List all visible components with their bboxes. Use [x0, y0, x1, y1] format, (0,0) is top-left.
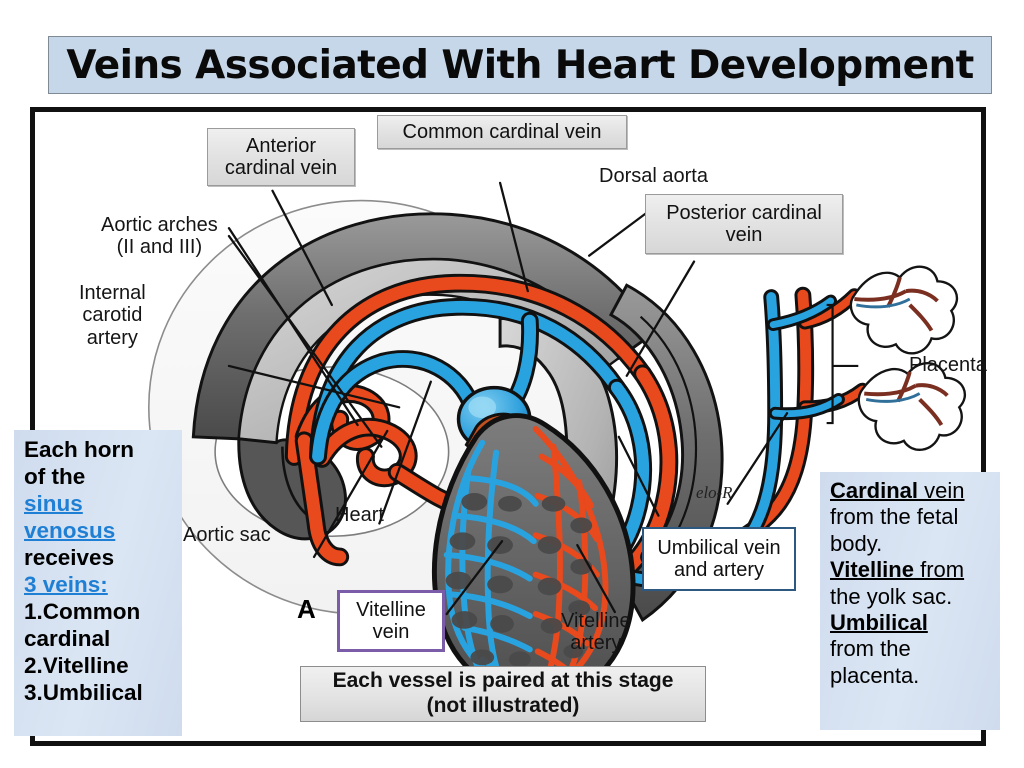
artist-signature: elo-R [696, 483, 732, 502]
note-right-line-4: Vitelline from [830, 557, 994, 583]
note-panel-left: Each horn of the sinus venosus receives … [14, 430, 182, 736]
note-right-line-7: from the [830, 636, 911, 662]
label-line: Aortic sac [183, 524, 271, 546]
label-line: artery [570, 632, 622, 655]
label-placenta: Placenta [909, 354, 987, 376]
note-right-line-3: body. [830, 530, 883, 556]
label-line: Heart [335, 504, 384, 526]
caption-line-2: (not illustrated) [426, 694, 580, 717]
label-line: vein [725, 224, 763, 246]
label-line: Aortic arches [101, 214, 218, 236]
label-line: Placenta [909, 354, 987, 376]
placenta-villi [849, 265, 966, 451]
figure-frame: elo-R Anterior cardinal vein Common card… [30, 107, 987, 746]
label-dorsal-aorta: Dorsal aorta [599, 165, 708, 187]
label-line: and artery [673, 559, 765, 581]
note-left-line-3: sinus [24, 491, 83, 516]
note-left-line-1: Each horn [24, 437, 135, 462]
note-right-line-5: the yolk sac. [830, 583, 953, 609]
label-anterior-cardinal-vein: Anterior cardinal vein [207, 128, 355, 186]
label-common-cardinal-vein: Common cardinal vein [377, 115, 627, 149]
note-left-line-6: 3 veins: [24, 572, 108, 597]
label-umbilical-vein-and-artery: Umbilical vein and artery [642, 527, 796, 591]
label-line: Posterior cardinal [666, 201, 822, 224]
placenta-bracket [826, 303, 859, 425]
label-heart: Heart [335, 504, 384, 526]
label-vitelline-vein: Vitelline vein [337, 590, 445, 652]
figure-caption-box: Each vessel is paired at this stage (not… [300, 666, 706, 722]
note-right-strong-cardinal: Cardinal [830, 478, 919, 503]
note-right-line-6: Umbilical [830, 610, 994, 636]
note-right-rest: vein [918, 478, 965, 503]
embryo-circulation-illustration: elo-R [148, 181, 966, 701]
label-line: Vitelline [356, 598, 426, 621]
note-left-line-8: cardinal [24, 626, 111, 651]
label-line: artery [86, 326, 138, 349]
label-leader-lines [227, 181, 789, 616]
panel-letter-a: A [297, 594, 316, 624]
label-line: Dorsal aorta [599, 165, 708, 187]
note-left-line-2: of the [24, 464, 86, 489]
note-right-line-8: placenta. [830, 662, 920, 688]
caption-line-1: Each vessel is paired at this stage [332, 669, 674, 693]
note-left-line-10: 3.Umbilical [24, 680, 143, 705]
note-left-line-5: receives [24, 545, 115, 570]
note-left-line-7: 1.Common [24, 599, 141, 624]
label-internal-carotid-artery: Internal carotid artery [79, 282, 146, 349]
label-aortic-arches: Aortic arches (II and III) [101, 214, 218, 259]
slide-title-bar: Veins Associated With Heart Development [48, 36, 992, 94]
label-line: carotid [82, 304, 143, 327]
note-left-line-9: 2.Vitelline [24, 653, 129, 678]
label-vitelline-artery: Vitelline artery [561, 610, 631, 655]
note-right-strong-umbilical: Umbilical [830, 609, 928, 635]
label-line: vein [372, 621, 410, 643]
label-line: cardinal vein [224, 157, 338, 179]
label-line: Vitelline [561, 610, 631, 632]
label-aortic-sac: Aortic sac [183, 524, 271, 546]
label-line: (II and III) [116, 236, 203, 259]
page-title: Veins Associated With Heart Development [66, 42, 974, 88]
note-left-line-4: venosus [24, 518, 116, 543]
note-right-line-2: from the fetal [830, 504, 959, 530]
note-right-line-1: Cardinal vein [830, 478, 994, 504]
note-panel-right: Cardinal vein from the fetal body. Vitel… [820, 472, 1000, 730]
label-line: Internal [79, 282, 146, 304]
note-right-rest-2: from [913, 557, 965, 583]
label-line: Anterior [245, 134, 317, 157]
note-right-strong-vitelline: Vitelline [830, 557, 914, 583]
label-line: Umbilical vein [657, 536, 781, 559]
label-posterior-cardinal-vein: Posterior cardinal vein [645, 194, 843, 254]
label-line: Common cardinal vein [402, 120, 602, 143]
